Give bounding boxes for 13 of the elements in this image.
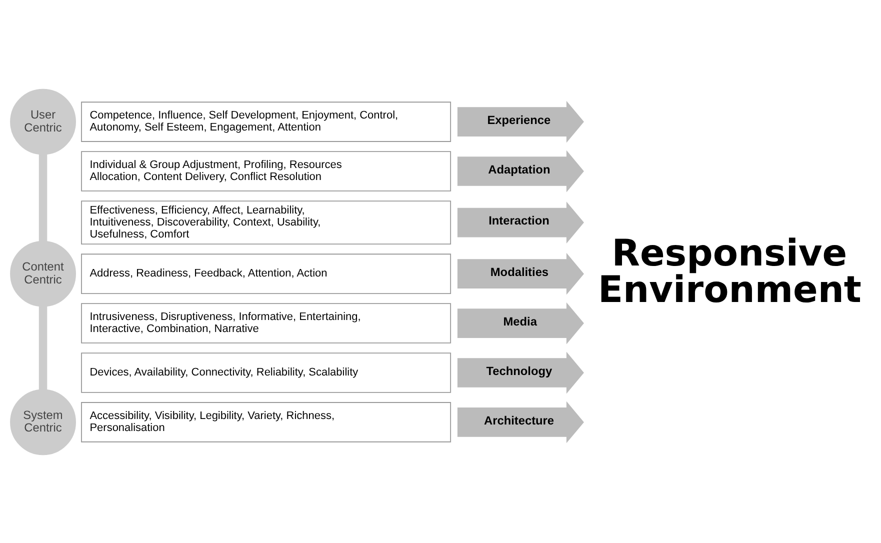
node-box: Intrusiveness, Disruptiveness, Informative, Entertaining, Interactive, Combination, Narrative: [81, 302, 452, 343]
node-box: Address, Readiness, Feedback, Attention, Action: [81, 253, 452, 294]
label: Responsive Environment: [598, 231, 862, 311]
node-box: Accessibility, Visibility, Legibility, Variety, Richness, Personalisation: [81, 402, 452, 442]
connector: [38, 152, 48, 242]
node-box: Effectiveness, Efficiency, Affect, Learnability, Intuitiveness, Discoverability, Context, Usability, Usefulness, Comfort: [81, 200, 452, 244]
node-box: Competence, Influence, Self Development, Enjoyment, Control, Autonomy, Self Esteem, Engagement, Attention: [81, 101, 452, 142]
node-box: Individual & Group Adjustment, Profiling, Resources Allocation, Content Delivery, Conflict Resolution: [81, 150, 452, 191]
node-circle: System Centric: [10, 388, 76, 455]
connector: [38, 304, 48, 390]
node-box: Devices, Availability, Connectivity, Reliability, Scalability: [81, 352, 452, 392]
node-circle: User Centric: [10, 88, 76, 154]
node-circle: Content Centric: [10, 240, 76, 306]
